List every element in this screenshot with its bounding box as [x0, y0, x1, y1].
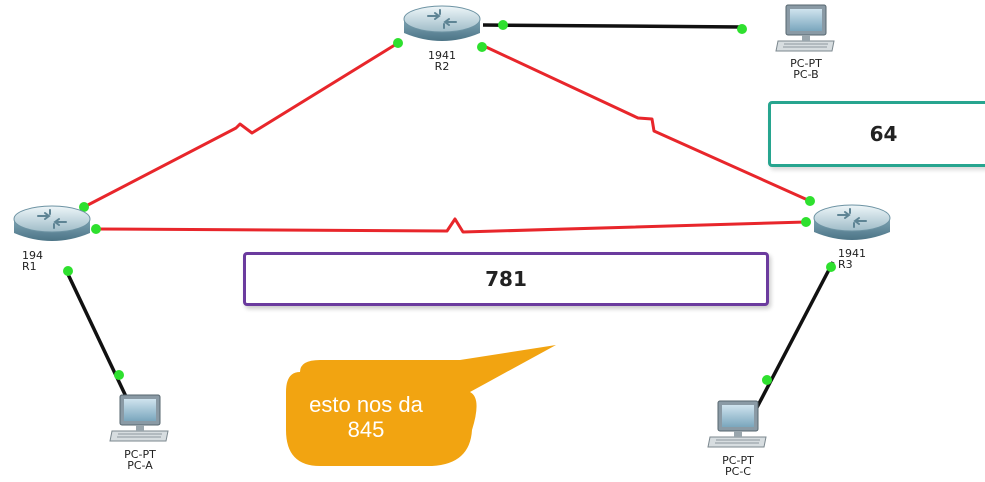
callout-bubble: [286, 345, 556, 466]
router-r2-model: 1941: [428, 49, 456, 62]
link-r1-r3: [95, 217, 807, 234]
pc-a-label: PC-PT PC-A: [110, 449, 170, 471]
pc-a-model: PC-PT: [124, 448, 156, 461]
link-status-dot: [91, 224, 101, 234]
cost-box-64: 64: [768, 101, 985, 167]
router-r1-name: R1: [22, 260, 37, 273]
router-r3-name: R3: [838, 258, 853, 271]
cost-781-text: 781: [485, 267, 527, 291]
link-status-dot: [805, 196, 815, 206]
router-r3-label: 1941 R3: [838, 248, 878, 270]
link-status-dot: [762, 375, 772, 385]
link-status-dot: [801, 217, 811, 227]
link-status-dot: [393, 38, 403, 48]
pc-icon-pca[interactable]: [109, 394, 169, 442]
router-icon-r2[interactable]: [403, 5, 481, 42]
link-status-dot: [63, 266, 73, 276]
pc-a-name: PC-A: [127, 459, 153, 472]
link-status-dot: [826, 262, 836, 272]
link-status-dot: [114, 370, 124, 380]
pc-icon-pcb[interactable]: [775, 4, 835, 52]
link-status-dot: [477, 42, 487, 52]
pc-icon-pcc[interactable]: [707, 400, 767, 448]
link-status-dot: [498, 20, 508, 30]
link-r1-pca: [64, 269, 132, 406]
link-r2-r3: [485, 45, 811, 203]
link-r2-pcb: [482, 23, 743, 29]
router-r2-name: R2: [434, 60, 450, 73]
pc-b-model: PC-PT: [790, 57, 822, 70]
pc-c-name: PC-C: [725, 465, 751, 478]
pc-b-name: PC-B: [793, 68, 819, 81]
router-r2-label: 1941 R2: [412, 50, 472, 72]
link-status-dot: [79, 202, 89, 212]
router-r1-label: 194 R1: [22, 250, 56, 272]
router-r1-model: 194: [22, 249, 43, 262]
pc-c-label: PC-PT PC-C: [708, 455, 768, 477]
link-r1-r2: [83, 41, 399, 209]
router-r3-model: 1941: [838, 247, 866, 260]
router-icon-r3[interactable]: [813, 204, 891, 241]
link-status-dot: [737, 24, 747, 34]
link-r3-pcc: [751, 261, 835, 416]
cost-box-781: 781: [243, 252, 769, 306]
router-icon-r1[interactable]: [13, 205, 91, 242]
callout-text: esto nos da 845: [309, 392, 423, 442]
pc-c-model: PC-PT: [722, 454, 754, 467]
pc-b-label: PC-PT PC-B: [776, 58, 836, 80]
cost-64-text: 64: [869, 122, 898, 146]
